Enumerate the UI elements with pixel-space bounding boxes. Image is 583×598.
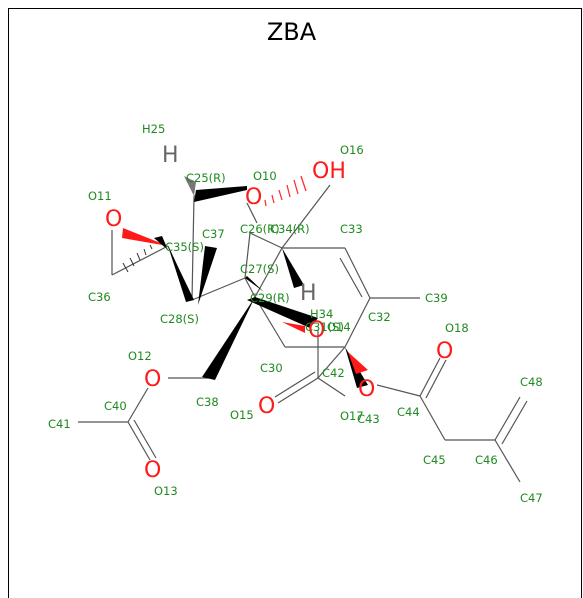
label-c40: C40 — [104, 399, 127, 413]
label-c28: C28(S) — [160, 312, 199, 326]
label-o18: O18 — [445, 321, 469, 335]
hashed-bond-oh — [264, 175, 307, 207]
label-c43: C43 — [357, 412, 380, 426]
glyph-h25: H — [162, 143, 179, 168]
glyph-o12: O — [144, 367, 161, 392]
atom-labels: H25 C25(R) O10 O16 O11 C35(S) C37 C26(R)… — [48, 122, 543, 505]
label-c31: C31(S) — [305, 320, 344, 334]
label-c30: C30 — [260, 361, 283, 375]
label-o17: O17 — [340, 409, 364, 423]
label-c42: C42 — [322, 366, 345, 380]
glyph-o17: O — [358, 377, 375, 402]
glyph-o14: O — [308, 318, 325, 343]
label-c25: C25(R) — [186, 171, 226, 185]
label-h34: H34 — [310, 307, 333, 321]
label-o12: O12 — [128, 349, 152, 363]
bond-lines — [78, 184, 528, 483]
element-glyphs: H O OH O H O O O O O O — [105, 143, 453, 483]
label-c32: C32 — [368, 310, 391, 324]
hashed-bond-epoxide — [122, 244, 153, 273]
label-o11: O11 — [88, 189, 112, 203]
label-c36: C36 — [88, 290, 111, 304]
label-c45: C45 — [423, 453, 446, 467]
image-frame — [8, 8, 582, 598]
glyph-o10: O — [245, 185, 262, 210]
glyph-o18: O — [436, 339, 453, 364]
label-c26: C26(R) — [240, 222, 280, 236]
molecule-structure: H O OH O H O O O O O O H25 C25(R) O10 O1… — [48, 122, 543, 505]
label-c34: C34(R) — [270, 222, 310, 236]
glyph-h34: H — [300, 281, 317, 306]
label-c27: C27(S) — [240, 262, 279, 276]
label-c33: C33 — [340, 222, 363, 236]
wedge-bonds — [122, 176, 368, 388]
label-c29: C29(R) — [250, 291, 290, 305]
glyph-o15: O — [258, 394, 275, 419]
label-c44: C44 — [397, 405, 420, 419]
glyph-oh16: OH — [312, 159, 346, 184]
glyph-o11: O — [105, 207, 122, 232]
glyph-o13: O — [144, 458, 161, 483]
label-o13: O13 — [154, 484, 178, 498]
label-c35: C35(S) — [165, 240, 204, 254]
label-c39: C39 — [425, 291, 448, 305]
label-c48: C48 — [520, 375, 543, 389]
label-o16: O16 — [340, 143, 364, 157]
molecule-title: ZBA — [266, 18, 317, 46]
label-c37: C37 — [202, 227, 225, 241]
label-o14: O14 — [327, 320, 351, 334]
label-c38: C38 — [196, 395, 219, 409]
label-c46: C46 — [475, 453, 498, 467]
label-c41: C41 — [48, 417, 71, 431]
label-o10: O10 — [253, 169, 277, 183]
label-h25: H25 — [142, 122, 165, 136]
label-c47: C47 — [520, 491, 543, 505]
label-o15: O15 — [230, 408, 254, 422]
